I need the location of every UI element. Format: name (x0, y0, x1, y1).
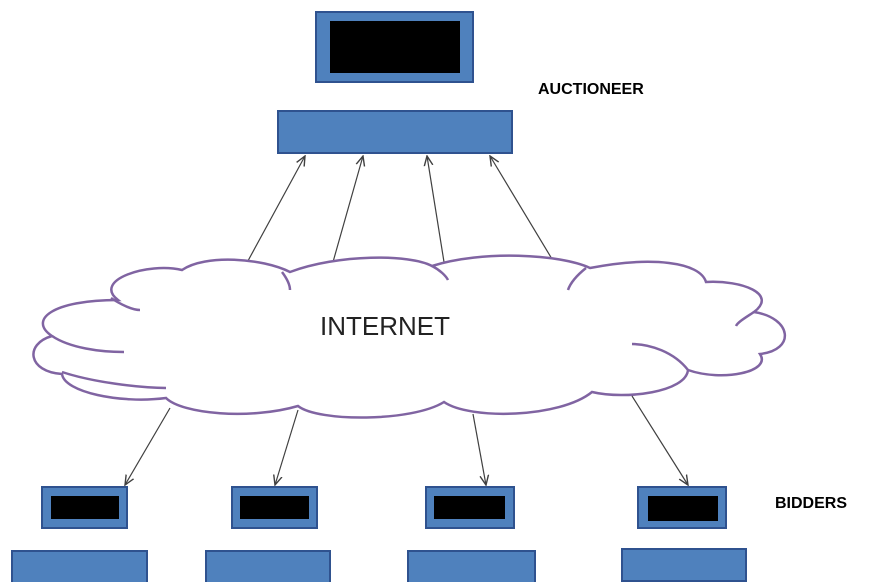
auctioneer-screen (330, 21, 460, 73)
bidder-screen (648, 496, 718, 521)
upstream-arrows (242, 156, 556, 271)
bidder-computer (407, 486, 536, 582)
downstream-arrow (472, 413, 486, 485)
cloud-outline (32, 254, 787, 419)
auctioneer-label: AUCTIONEER (538, 81, 644, 98)
bidder-screen (434, 496, 505, 519)
bidder-base-unit (621, 548, 747, 582)
bidder-base-unit (407, 550, 536, 582)
bidder-computer (205, 486, 331, 582)
upstream-arrow (242, 156, 305, 271)
bidder-screen (240, 496, 309, 519)
internet-cloud-icon (32, 254, 787, 419)
upstream-arrow (332, 156, 363, 263)
bidders-label: BIDDERS (775, 495, 847, 512)
downstream-arrow (631, 395, 688, 485)
bidder-screen (51, 496, 119, 519)
bidder-computer (11, 486, 148, 582)
upstream-arrow (427, 156, 445, 263)
bidder-base-unit (205, 550, 331, 582)
bidder-computer (621, 486, 747, 582)
auctioneer-computer (277, 11, 513, 154)
internet-label: INTERNET (320, 311, 450, 341)
downstream-arrow (275, 409, 299, 485)
auctioneer-base-unit (277, 110, 513, 154)
upstream-arrow (490, 156, 556, 265)
downstream-arrow (125, 407, 171, 485)
downstream-arrows (125, 395, 688, 485)
bidder-base-unit (11, 550, 148, 582)
